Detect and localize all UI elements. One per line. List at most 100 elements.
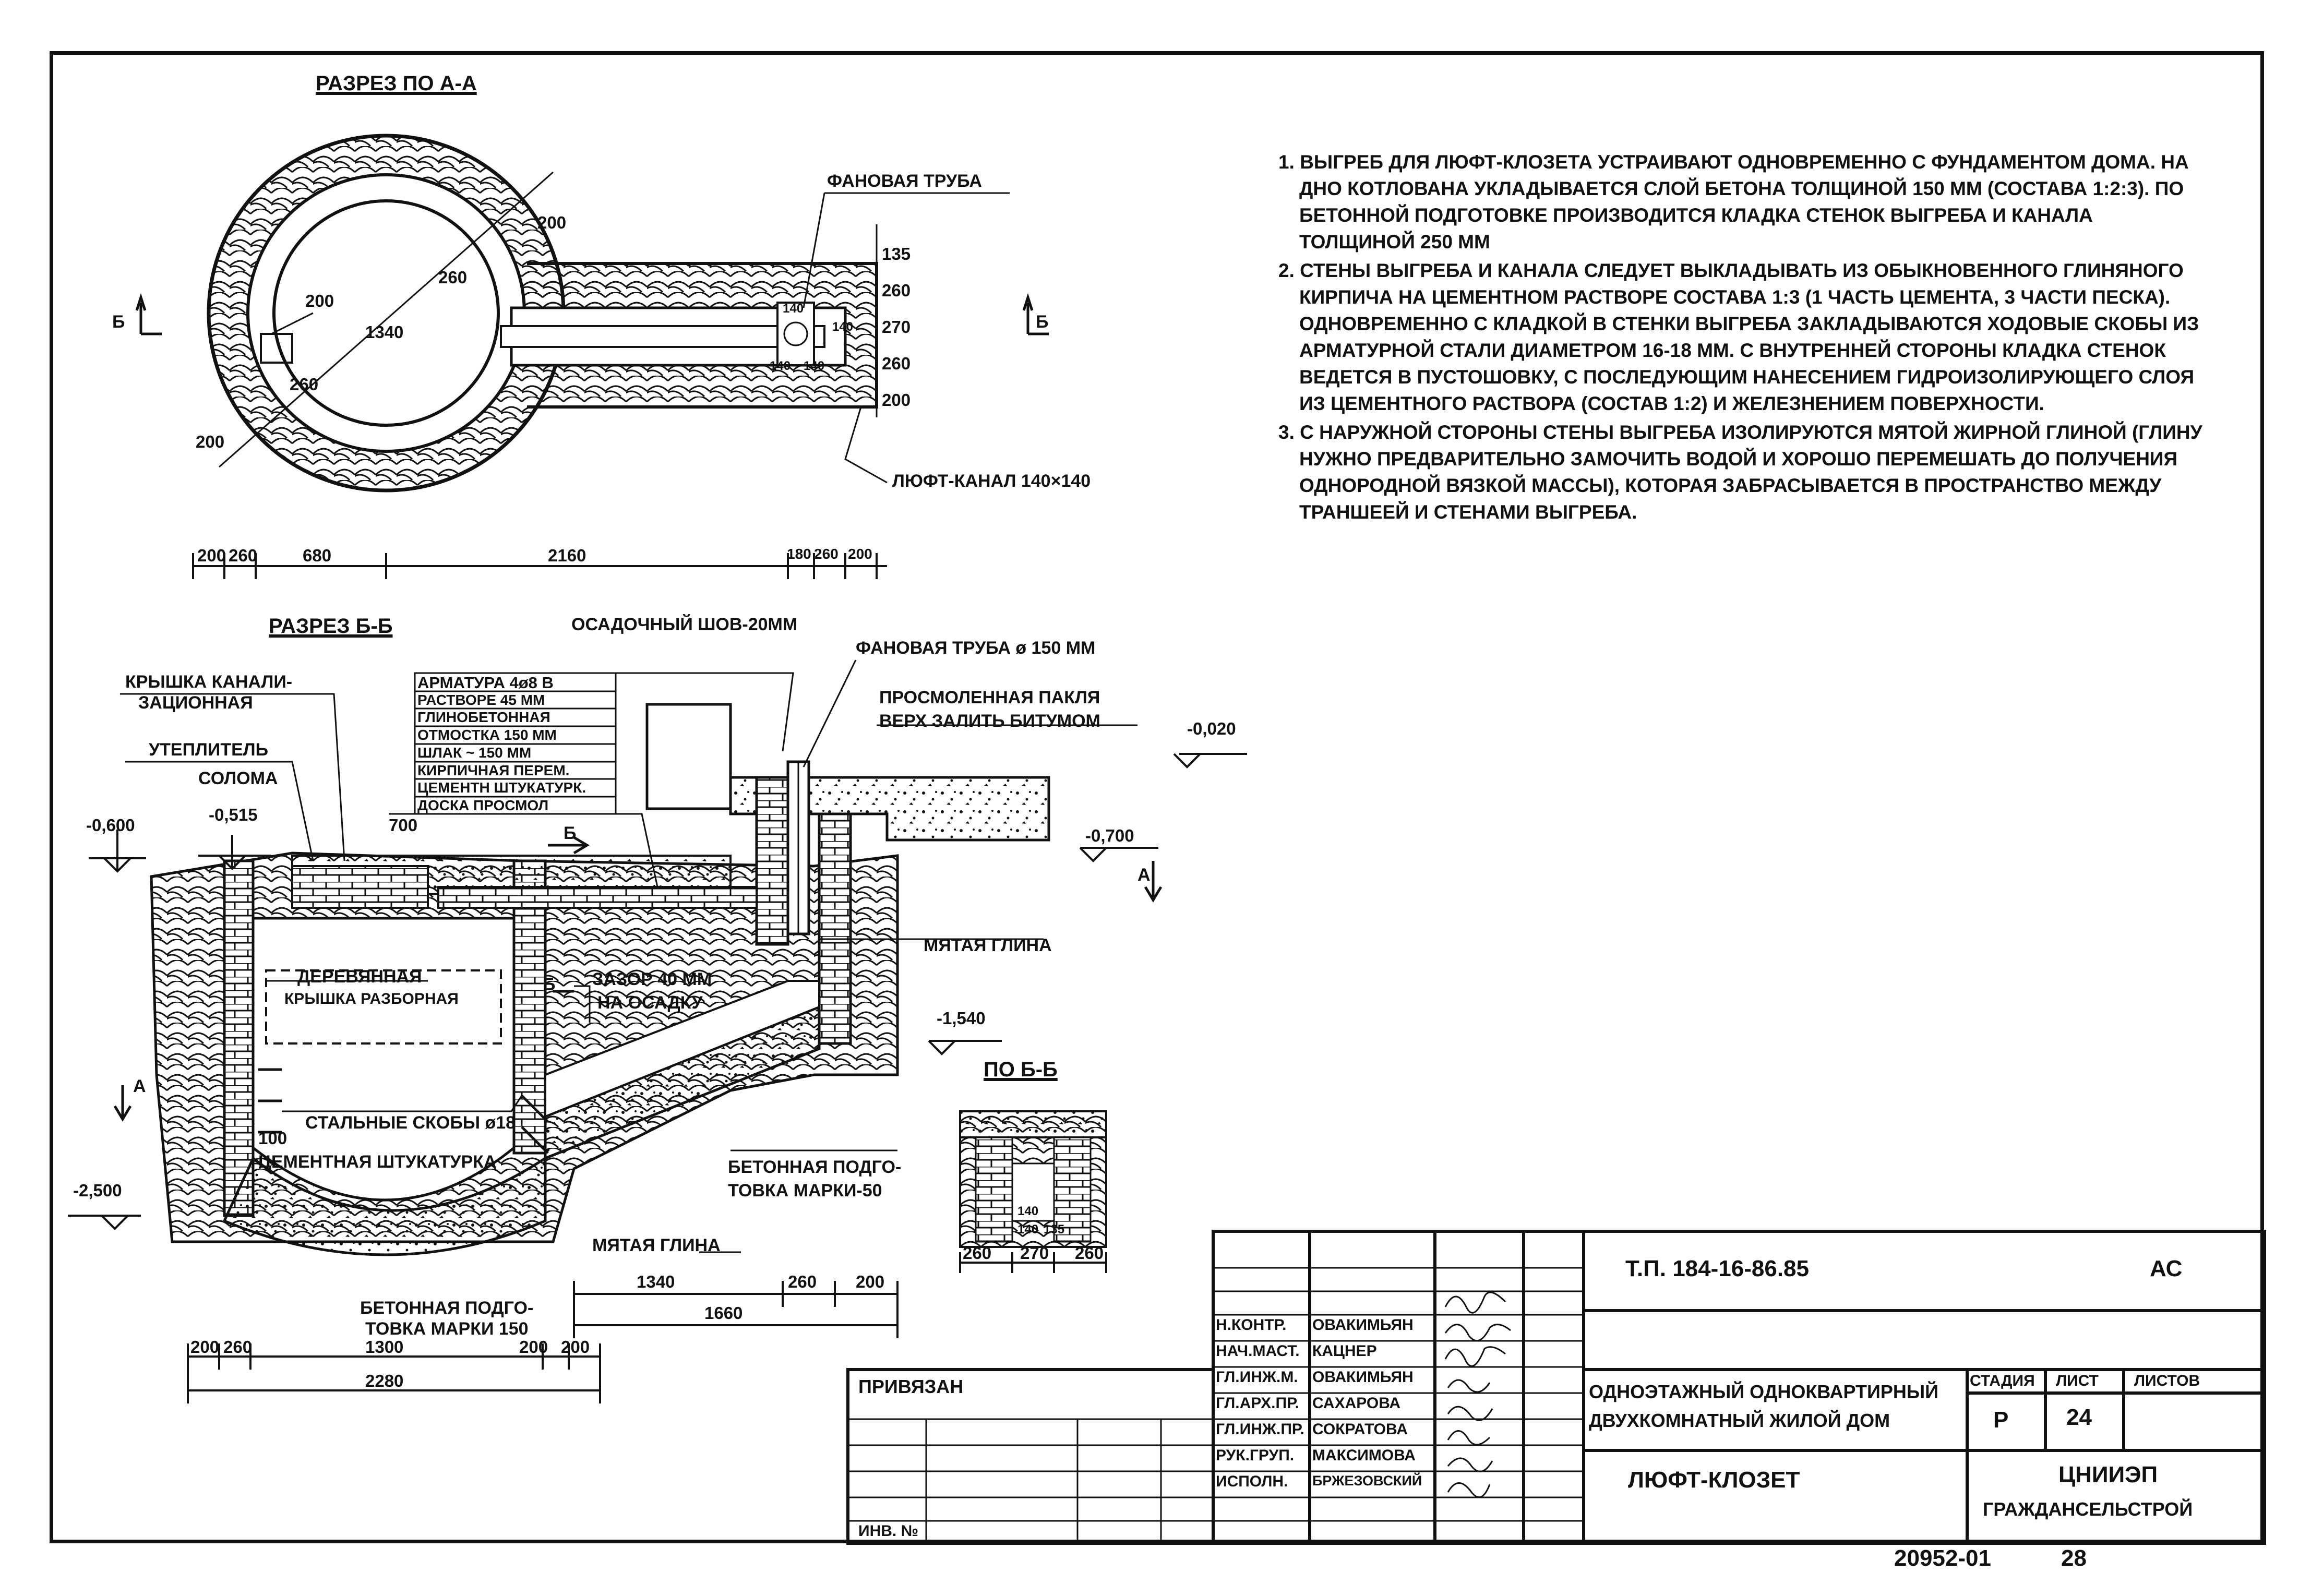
inv-label: ИНВ. №	[858, 1522, 919, 1540]
org-name-1: ЦНИИЭП	[2058, 1462, 2158, 1487]
layer-7: ЦЕМЕНТН ШТУКАТУРК.	[417, 779, 586, 796]
small-dim-140a: 140	[1017, 1204, 1039, 1218]
bb-dim-b200: 200	[190, 1337, 220, 1357]
role-2: НАЧ.МАСТ.	[1216, 1342, 1300, 1360]
name-4: САХАРОВА	[1312, 1395, 1401, 1412]
section-bb-title: РАЗРЕЗ Б-Б	[269, 615, 393, 638]
plan-dim-200d: 200	[882, 390, 911, 410]
gap-label-1: ЗАЗОР 40 ММ	[592, 969, 712, 989]
plan-dim-260b: 260	[438, 268, 468, 287]
cement-plaster-label: ЦЕМЕНТНАЯ ШТУКАТУРКА	[258, 1152, 497, 1172]
plan-dim-140b: 140	[832, 320, 854, 334]
small-section-title: ПО Б-Б	[984, 1058, 1058, 1081]
plan-dim-140c: 140	[770, 359, 791, 373]
bb-dim-1660: 1660	[704, 1303, 743, 1323]
plan-dim-b680: 680	[303, 546, 332, 565]
bb-dim-260: 260	[788, 1272, 817, 1291]
stage-value: Р	[1993, 1407, 2009, 1433]
title-block-grid	[846, 1230, 2266, 1545]
bb-dim-200: 200	[856, 1272, 885, 1291]
level-m0020: -0,020	[1187, 719, 1236, 738]
name-2: КАЦНЕР	[1312, 1342, 1377, 1360]
page-number: 28	[2061, 1545, 2087, 1571]
fan-pipe-bb-label: ФАНОВАЯ ТРУБА ø 150 ММ	[856, 638, 1096, 658]
note-3: 3. С НАРУЖНОЙ СТОРОНЫ СТЕНЫ ВЫГРЕБА ИЗОЛ…	[1278, 422, 2202, 523]
plan-dim-b260r: 260	[814, 546, 839, 562]
sheets-header: ЛИСТОВ	[2134, 1372, 2200, 1389]
role-3: ГЛ.ИНЖ.М.	[1216, 1369, 1298, 1386]
cut-b-inner: Б	[543, 975, 556, 994]
archive-number: 20952-01	[1894, 1545, 1991, 1571]
layer-4: ОТМОСТКА 150 ММ	[417, 727, 557, 743]
gap-label-2: НА ОСАДКУ	[597, 993, 703, 1013]
note-2: 2. СТЕНЫ ВЫГРЕБА И КАНАЛА СЛЕДУЕТ ВЫКЛАД…	[1278, 260, 2199, 414]
doc-code: Т.П. 184-16-86.85	[1625, 1256, 1809, 1281]
insulation-label: УТЕПЛИТЕЛЬ	[149, 740, 269, 760]
bb-dim-b1300: 1300	[365, 1337, 404, 1357]
bb-dim-b200b: 200	[561, 1337, 590, 1357]
settlement-joint-label: ОСАДОЧНЫЙ ШОВ-20ММ	[571, 615, 798, 634]
project-title-2: ДВУХКОМНАТНЫЙ ЖИЛОЙ ДОМ	[1589, 1410, 1890, 1431]
small-dim-135: 135	[1044, 1222, 1065, 1237]
plan-dim-260c: 260	[882, 281, 911, 300]
level-m2500: -2,500	[73, 1181, 122, 1200]
plan-dim-260d: 260	[882, 354, 911, 373]
plan-dim-135: 135	[882, 244, 911, 263]
small-section-linework	[959, 1110, 1107, 1273]
concrete-prep-label-2: ТОВКА МАРКИ-50	[728, 1181, 882, 1201]
plan-dim-b200: 200	[197, 546, 226, 565]
role-7: ИСПОЛН.	[1216, 1473, 1288, 1490]
bb-dim-b200a: 200	[519, 1337, 548, 1357]
general-notes: 1. ВЫГРЕБ ДЛЯ ЛЮФТ-КЛОЗЕТА УСТРАИВАЮТ ОД…	[1278, 149, 2207, 527]
project-title-1: ОДНОЭТАЖНЫЙ ОДНОКВАРТИРНЫЙ	[1589, 1381, 1939, 1402]
plan-aa	[135, 134, 1049, 579]
plan-dim-b200r: 200	[848, 546, 872, 562]
cut-b-section: Б	[564, 823, 577, 843]
level-m0515: -0,515	[209, 805, 258, 824]
stage-header: СТАДИЯ	[1970, 1372, 2035, 1389]
plan-dim-1340: 1340	[365, 322, 404, 342]
role-1: Н.КОНТР.	[1216, 1316, 1287, 1334]
sheet-value: 24	[2066, 1405, 2092, 1430]
plan-dim-260a: 260	[290, 375, 319, 394]
name-6: МАКСИМОВА	[1312, 1447, 1416, 1464]
layer-2: РАСТВОРЕ 45 ММ	[417, 692, 545, 708]
crumpled-clay-label-2: МЯТАЯ ГЛИНА	[592, 1235, 721, 1255]
layer-5: ШЛАК ~ 150 ММ	[417, 745, 532, 761]
small-dim-270: 270	[1020, 1243, 1049, 1263]
plan-dim-200c: 200	[196, 432, 225, 451]
cut-a-left: А	[133, 1076, 146, 1096]
concrete-bottom-label-1: БЕТОННАЯ ПОДГО-	[360, 1298, 534, 1318]
role-4: ГЛ.АРХ.ПР.	[1216, 1395, 1299, 1412]
plan-dim-200a: 200	[305, 291, 334, 310]
layer-3: ГЛИНОБЕТОННАЯ	[417, 709, 550, 725]
small-dim-260a: 260	[963, 1243, 992, 1263]
cut-b-right: Б	[1036, 312, 1049, 332]
straw-label: СОЛОМА	[198, 769, 278, 788]
doc-mark: АС	[2150, 1256, 2183, 1281]
dim-100: 100	[258, 1129, 288, 1148]
bitumen-label: ВЕРХ ЗАЛИТЬ БИТУМОМ	[879, 711, 1100, 731]
name-3: ОВАКИМЬЯН	[1312, 1369, 1414, 1386]
plan-dim-270: 270	[882, 317, 911, 337]
bb-dim-b260: 260	[223, 1337, 253, 1357]
name-7: БРЖЕЗОВСКИЙ	[1312, 1473, 1422, 1489]
layer-8: ДОСКА ПРОСМОЛ	[417, 797, 549, 813]
role-5: ГЛ.ИНЖ.ПР.	[1216, 1421, 1304, 1438]
plan-dim-b260: 260	[229, 546, 258, 565]
org-name-2: ГРАЖДАНСЕЛЬСТРОЙ	[1983, 1498, 2193, 1520]
dim-700: 700	[389, 815, 418, 835]
drawing-frame	[50, 51, 2264, 1543]
wood-cover-label-2: КРЫШКА РАЗБОРНАЯ	[284, 990, 459, 1007]
bb-dim-1340: 1340	[637, 1272, 675, 1291]
sewer-cover-label-2: ЗАЦИОННАЯ	[138, 693, 253, 713]
layer-6: КИРПИЧНАЯ ПЕРЕМ.	[417, 762, 570, 778]
small-dim-140b: 140	[1017, 1222, 1039, 1237]
wood-cover-label-1: ДЕРЕВЯННАЯ	[297, 967, 422, 987]
name-1: ОВАКИМЬЯН	[1312, 1316, 1414, 1334]
steel-brackets-label: СТАЛЬНЫЕ СКОБЫ ø18	[305, 1113, 516, 1133]
role-6: РУК.ГРУП.	[1216, 1447, 1295, 1464]
concrete-bottom-label-2: ТОВКА МАРКИ 150	[365, 1319, 529, 1339]
crumpled-clay-label: МЯТАЯ ГЛИНА	[924, 935, 1052, 955]
